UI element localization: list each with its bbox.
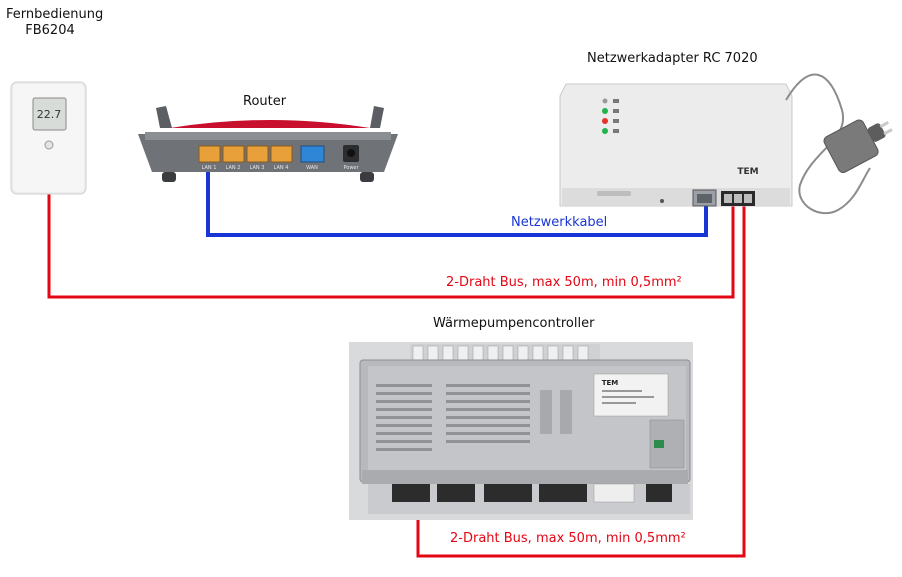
router-port-label: WAN	[306, 165, 318, 171]
adapter-brand-text: TEM	[737, 167, 758, 177]
network-cable-label: Netzwerkkabel	[511, 215, 608, 230]
wires	[47, 162, 746, 558]
controller-title: Wärmepumpencontroller	[433, 316, 595, 331]
remote-title: Fernbedienung	[6, 7, 104, 22]
bus-label-bottom: 2-Draht Bus, max 50m, min 0,5mm²	[450, 531, 686, 546]
network-cable-wire	[206, 162, 708, 237]
adapter-title: Netzwerkadapter RC 7020	[587, 51, 758, 66]
router-icon: LAN 1 LAN 2 LAN 3 LAN 4 WAN Power	[138, 106, 398, 182]
router-title: Router	[243, 94, 287, 109]
bus-wire-remote	[47, 194, 735, 299]
network-adapter-icon: TEM	[559, 83, 793, 207]
router-port-label: LAN 4	[274, 165, 289, 171]
heat-pump-controller-icon: TEM	[349, 342, 693, 520]
bus-label-top: 2-Draht Bus, max 50m, min 0,5mm²	[446, 275, 682, 290]
router-port-label: LAN 1	[202, 165, 217, 171]
bus-wire-controller	[416, 200, 746, 558]
remote-label: Fernbedienung FB6204	[6, 7, 104, 39]
remote-display-text: 22.7	[37, 108, 62, 121]
router-port-label: LAN 2	[226, 165, 241, 171]
power-supply-icon	[785, 73, 893, 215]
controller-brand-text: TEM	[602, 379, 619, 387]
router-port-label: LAN 3	[250, 165, 265, 171]
remote-model: FB6204	[25, 23, 75, 38]
router-port-label: Power	[343, 165, 359, 171]
thermostat-remote-icon: 22.7	[10, 81, 87, 195]
